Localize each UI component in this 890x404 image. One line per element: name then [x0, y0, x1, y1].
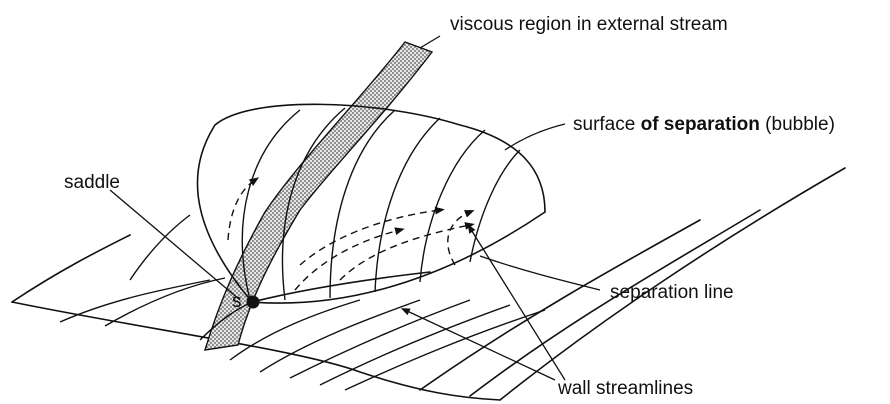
wall-streamline-8	[345, 310, 545, 390]
surface-line-right-2	[470, 210, 760, 396]
bubble-streamline-6	[470, 150, 520, 262]
viscous-region-label: viscous region in external stream	[450, 14, 728, 35]
reverse-flow-1	[295, 230, 400, 290]
separation-line-label: separation line	[610, 282, 734, 303]
reverse-flow-3	[340, 225, 470, 280]
leader-wall-2	[470, 228, 565, 380]
leader-viscous	[420, 36, 440, 48]
reverse-flow-5	[228, 180, 255, 240]
wall-streamline-2	[105, 278, 225, 326]
bubble-streamline-4	[375, 118, 440, 292]
leader-lines	[110, 36, 600, 380]
surface-line-right-1	[420, 220, 700, 390]
leader-surface	[505, 124, 565, 150]
wall-streamline-5	[260, 300, 420, 372]
wall-streamline-6	[290, 300, 470, 378]
leader-saddle	[110, 190, 240, 300]
surface-of-separation-label: surface of separation (bubble)	[573, 114, 835, 135]
wall-streamlines-label: wall streamlines	[557, 378, 693, 399]
saddle-point-dot	[247, 296, 260, 309]
leader-wall-1	[405, 310, 555, 380]
wall-streamline-9	[130, 215, 190, 280]
saddle-label: saddle	[64, 172, 120, 193]
surface-left-edge	[12, 235, 130, 302]
